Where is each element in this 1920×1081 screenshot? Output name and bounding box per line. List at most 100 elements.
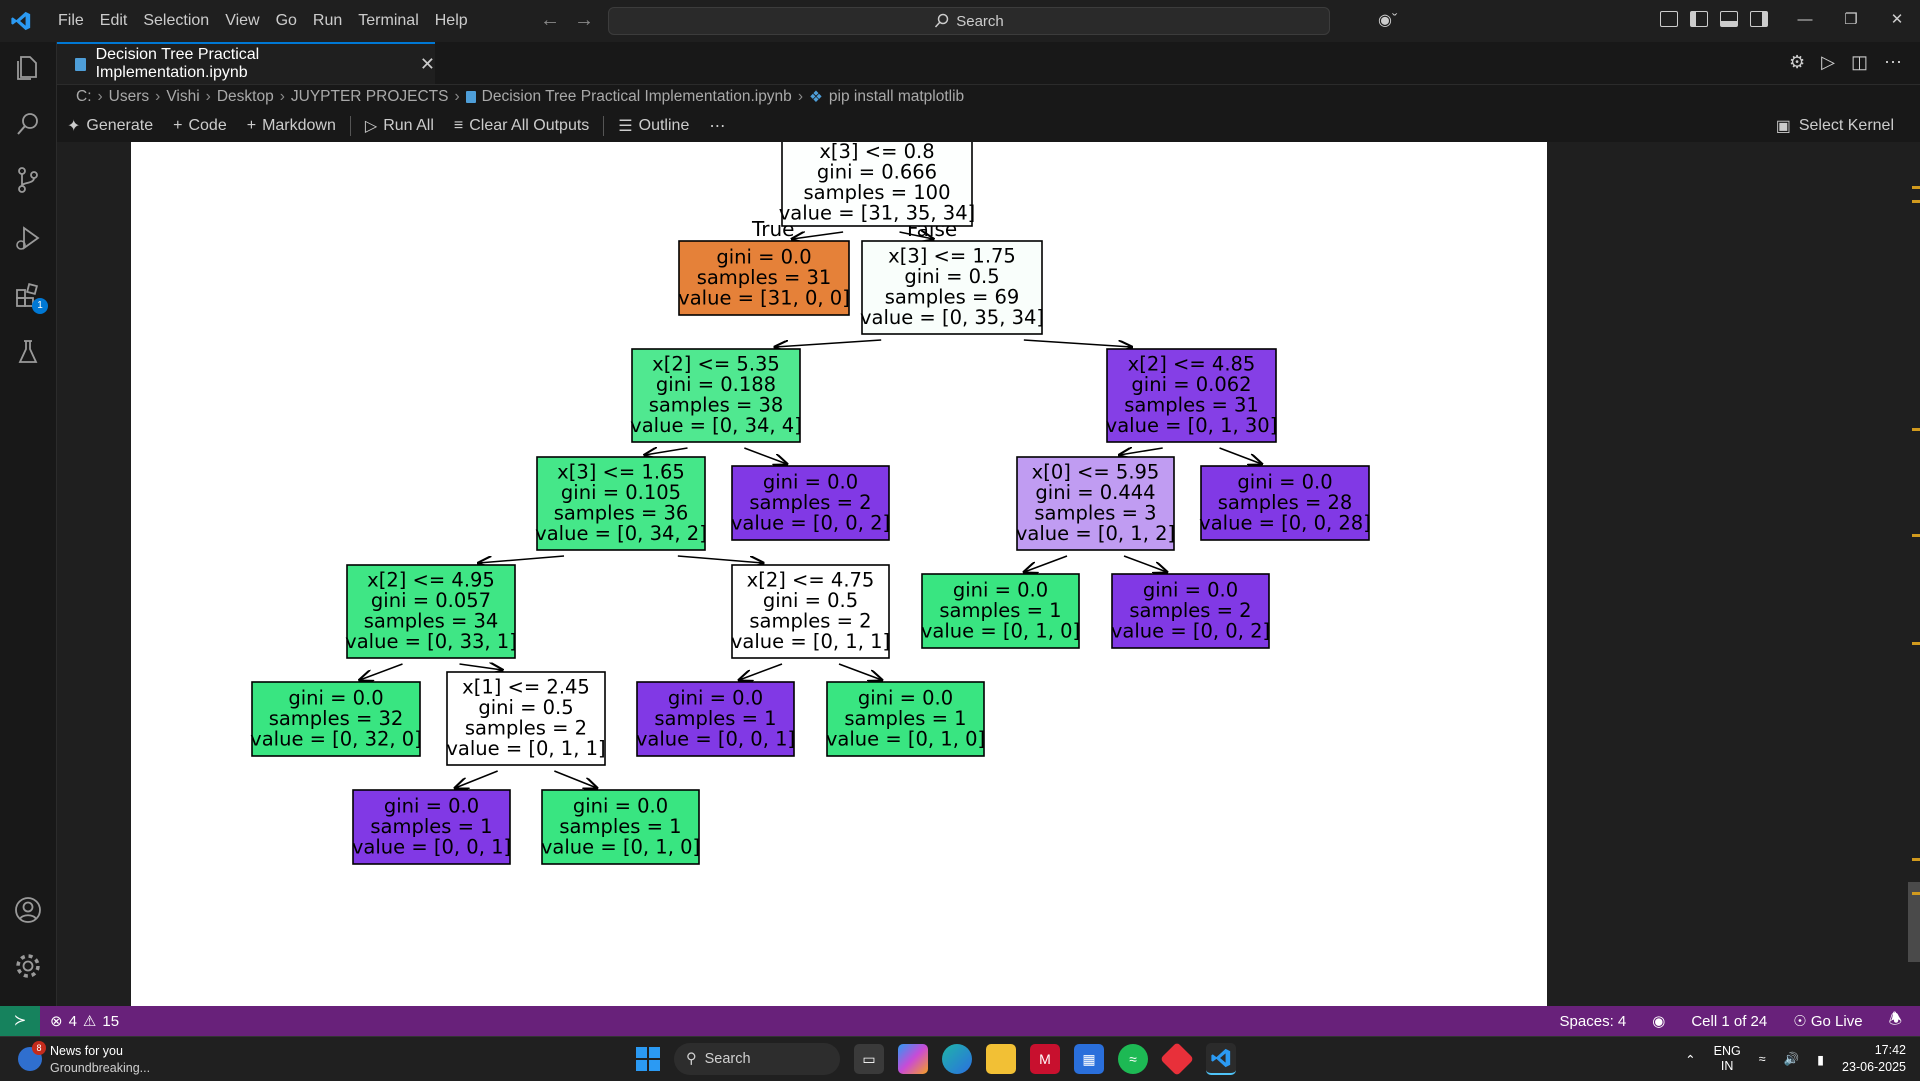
breadcrumb-item[interactable]: Vishi — [166, 88, 200, 105]
select-kernel-button[interactable]: ▣ Select Kernel — [1776, 112, 1894, 140]
breadcrumb-item[interactable]: JUYPTER PROJECTS — [290, 88, 449, 105]
tree-node-box — [636, 681, 795, 757]
outline-button[interactable]: ☰Outline — [608, 116, 699, 136]
run-debug-icon[interactable] — [12, 222, 44, 254]
copilot-app-icon[interactable] — [898, 1044, 928, 1074]
tree-node-text: samples = 1 — [654, 707, 776, 730]
markdown-label: Markdown — [262, 117, 336, 134]
tree-node-text: value = [0, 1, 2] — [1016, 522, 1175, 545]
vscode-taskbar-icon[interactable] — [1206, 1043, 1236, 1075]
breadcrumb-item[interactable]: Users — [108, 88, 150, 105]
mcafee-icon[interactable]: M — [1030, 1044, 1060, 1074]
breadcrumb-item[interactable]: pip install matplotlib — [828, 88, 965, 105]
tree-node-text: gini = 0.0 — [573, 794, 668, 817]
menu-help[interactable]: Help — [434, 12, 468, 29]
taskbar-search[interactable]: ⚲ Search — [674, 1043, 840, 1075]
clock[interactable]: 17:42 23-06-2025 — [1842, 1042, 1906, 1076]
toggle-primary-sidebar-icon[interactable] — [1690, 11, 1708, 27]
taskbar-search-label: Search — [704, 1051, 751, 1067]
add-code-button[interactable]: +Code — [163, 117, 237, 135]
customize-layout-icon[interactable] — [1660, 11, 1678, 27]
warning-count: 15 — [102, 1012, 120, 1030]
run-all-button[interactable]: ▷Run All — [355, 116, 444, 136]
menu-go[interactable]: Go — [275, 12, 297, 29]
toggle-panel-icon[interactable] — [1720, 11, 1738, 27]
tree-node-text: value = [0, 0, 1] — [352, 835, 511, 858]
window-controls: — ❐ ✕ — [1782, 0, 1920, 42]
start-windows-icon[interactable] — [636, 1047, 660, 1071]
close-tab-icon[interactable]: ✕ — [419, 53, 435, 74]
explorer-icon[interactable] — [12, 52, 44, 84]
chevron-up-icon[interactable]: ⌃ — [1685, 1052, 1696, 1067]
accounts-icon[interactable] — [12, 894, 44, 926]
tree-node-text: x[3] <= 1.65 — [557, 461, 685, 484]
tree-node-box — [352, 789, 511, 865]
settings-gear-icon[interactable]: ⚙ — [1789, 52, 1806, 72]
language-indicator[interactable]: ENG IN — [1714, 1044, 1741, 1074]
remote-indicator-icon[interactable]: ≻ — [0, 1006, 40, 1036]
run-icon[interactable]: ▷ — [1821, 52, 1835, 72]
news-widget[interactable]: 8 News for you Groundbreaking... — [18, 1041, 218, 1077]
go-live-button[interactable]: ☉ Go Live — [1793, 1012, 1862, 1030]
file-explorer-icon[interactable] — [986, 1044, 1016, 1074]
command-center-search[interactable]: Search — [608, 7, 1330, 35]
minimize-icon[interactable]: — — [1797, 11, 1813, 28]
extensions-icon[interactable]: 1 — [12, 280, 48, 314]
tree-node-text: gini = 0.057 — [371, 589, 491, 612]
tree-node-text: samples = 2 — [465, 717, 587, 740]
editor-scrollbar[interactable] — [1906, 142, 1920, 1006]
tree-node-text: samples = 28 — [1218, 491, 1353, 514]
breadcrumb-item[interactable]: C: — [76, 88, 92, 105]
outline-label: Outline — [638, 117, 690, 134]
battery-icon[interactable]: ▮ — [1817, 1052, 1825, 1067]
menu-terminal[interactable]: Terminal — [358, 12, 419, 29]
tree-node-text: gini = 0.0 — [953, 578, 1048, 601]
cell-position-status[interactable]: Cell 1 of 24 — [1691, 1012, 1768, 1030]
manage-gear-icon[interactable] — [12, 950, 44, 982]
add-markdown-button[interactable]: +Markdown — [237, 117, 346, 135]
volume-icon[interactable]: 🔊 — [1783, 1051, 1800, 1066]
tree-node-text: value = [0, 33, 1] — [345, 630, 517, 653]
menu-view[interactable]: View — [225, 12, 260, 29]
tree-node-box — [446, 671, 606, 766]
close-window-icon[interactable]: ✕ — [1890, 11, 1904, 28]
more-toolbar-button[interactable]: ⋯ — [699, 116, 735, 136]
menu-edit[interactable]: Edit — [99, 12, 128, 29]
copilot-status-icon[interactable]: ◉ — [1652, 1013, 1666, 1030]
task-view-icon[interactable]: ▭ — [854, 1044, 884, 1074]
menu-selection[interactable]: Selection — [143, 12, 210, 29]
search-activity-icon[interactable] — [12, 108, 44, 140]
indentation-status[interactable]: Spaces: 4 — [1559, 1012, 1627, 1030]
clear-outputs-button[interactable]: ≡Clear All Outputs — [444, 117, 599, 135]
microsoft-store-icon[interactable]: ▦ — [1074, 1044, 1104, 1074]
breadcrumb-item[interactable]: Decision Tree Practical Implementation.i… — [481, 88, 792, 105]
testing-icon[interactable] — [12, 336, 44, 368]
tree-edge — [792, 232, 844, 239]
split-editor-icon[interactable]: ◫ — [1850, 52, 1868, 72]
scrollbar-thumb[interactable] — [1908, 882, 1920, 962]
breadcrumb-item[interactable]: Desktop — [216, 88, 274, 105]
notifications-bell-icon[interactable]: 🕭 — [1888, 1010, 1902, 1028]
tree-node-text: samples = 1 — [559, 815, 681, 838]
more-actions-icon[interactable]: ⋯ — [1884, 52, 1902, 72]
forward-arrow-icon[interactable]: → — [574, 9, 594, 31]
tab-notebook[interactable]: Decision Tree Practical Implementation.i… — [57, 42, 435, 84]
git-app-icon[interactable] — [1160, 1042, 1194, 1076]
problems-indicator[interactable]: ⊗ 4 ⚠ 15 — [50, 1006, 119, 1036]
generate-button[interactable]: ✦Generate — [57, 116, 163, 136]
spotify-icon[interactable]: ≈ — [1118, 1044, 1148, 1074]
edge-browser-icon[interactable] — [942, 1044, 972, 1074]
tree-node-text: samples = 2 — [749, 610, 871, 633]
menu-run[interactable]: Run — [312, 12, 343, 29]
back-arrow-icon[interactable]: ← — [540, 9, 560, 31]
restore-icon[interactable]: ❐ — [1844, 11, 1858, 28]
copilot-icon[interactable]: ◉ˇ — [1378, 12, 1398, 29]
menu-file[interactable]: File — [58, 12, 84, 29]
toggle-secondary-sidebar-icon[interactable] — [1750, 11, 1768, 27]
source-control-icon[interactable] — [12, 164, 44, 196]
wifi-icon[interactable]: ≈ — [1758, 1052, 1766, 1066]
tree-node-text: value = [0, 32, 0] — [250, 727, 422, 750]
